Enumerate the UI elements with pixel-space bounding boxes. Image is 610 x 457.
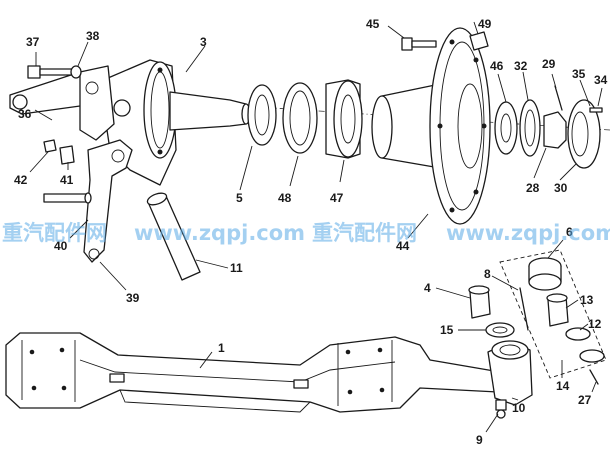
label-part-45: 45 bbox=[366, 17, 380, 31]
wheel-nut bbox=[469, 31, 489, 51]
retaining-ring bbox=[579, 349, 605, 363]
tie-rod-arm bbox=[83, 139, 133, 263]
cotter-pin bbox=[554, 85, 563, 111]
inner-bearing bbox=[325, 79, 363, 159]
hub-cap bbox=[567, 99, 601, 169]
wheel-bolt bbox=[401, 37, 437, 51]
kingpin-bush-upper bbox=[468, 285, 491, 319]
bush-assembly-box bbox=[499, 249, 607, 379]
axle-beam bbox=[5, 332, 501, 413]
kingpin bbox=[146, 192, 201, 281]
label-part-3: 3 bbox=[200, 35, 207, 49]
label-part-39: 39 bbox=[126, 291, 140, 305]
snap-ring bbox=[589, 369, 599, 385]
label-part-29: 29 bbox=[542, 57, 556, 71]
label-part-5: 5 bbox=[236, 191, 243, 205]
label-part-12: 12 bbox=[588, 317, 602, 331]
label-part-13: 13 bbox=[580, 293, 594, 307]
watermark-right-url: www.zqpj.com bbox=[446, 221, 610, 245]
label-part-34: 34 bbox=[594, 73, 608, 87]
wheel-hub bbox=[371, 27, 491, 225]
watermark-left-cn: 重汽配件网 bbox=[2, 221, 107, 245]
label-part-41: 41 bbox=[60, 173, 74, 187]
label-part-9: 9 bbox=[476, 433, 483, 447]
label-part-1: 1 bbox=[218, 341, 225, 355]
steering-knuckle bbox=[103, 59, 251, 186]
steering-arm-washer bbox=[70, 65, 82, 79]
watermark-right-cn: 重汽配件网 bbox=[312, 221, 417, 245]
label-part-48: 48 bbox=[278, 191, 292, 205]
label-part-46: 46 bbox=[490, 59, 504, 73]
label-part-11: 11 bbox=[230, 261, 243, 275]
label-part-35: 35 bbox=[572, 67, 586, 81]
arm-pin bbox=[43, 192, 92, 204]
label-part-38: 38 bbox=[86, 29, 100, 43]
label-part-37: 37 bbox=[26, 35, 40, 49]
leader-lines bbox=[29, 21, 603, 433]
label-part-6: 6 bbox=[566, 225, 573, 239]
seal-ring bbox=[565, 327, 591, 341]
thrust-washer bbox=[485, 322, 515, 338]
label-part-42: 42 bbox=[14, 173, 28, 187]
kingpin-bush-lower bbox=[546, 293, 569, 327]
spacer-ring bbox=[282, 82, 318, 154]
label-part-36: 36 bbox=[18, 107, 32, 121]
cap-screw bbox=[589, 107, 603, 113]
watermark: 重汽配件网 www.zqpj.com 重汽配件网 www.zqpj.com bbox=[2, 221, 610, 245]
part-number-labels: 1 3 4 5 6 8 9 10 11 12 13 14 15 27 28 29… bbox=[14, 17, 608, 447]
label-part-15: 15 bbox=[440, 323, 454, 337]
upper-bearing bbox=[528, 257, 562, 291]
castle-nut bbox=[543, 111, 567, 149]
label-part-4: 4 bbox=[424, 281, 431, 295]
label-part-27: 27 bbox=[578, 393, 592, 407]
oil-seal bbox=[247, 84, 277, 146]
label-part-40: 40 bbox=[54, 239, 68, 253]
label-part-32: 32 bbox=[514, 59, 528, 73]
arm-bolt-hex bbox=[43, 139, 57, 153]
arm-nut bbox=[59, 145, 75, 165]
outer-bearing bbox=[494, 101, 518, 155]
lock-washer bbox=[519, 99, 541, 157]
label-part-14: 14 bbox=[556, 379, 570, 393]
label-part-10: 10 bbox=[512, 401, 526, 415]
label-part-8: 8 bbox=[484, 267, 491, 281]
label-part-44: 44 bbox=[396, 239, 410, 253]
watermark-left-url: www.zqpj.com bbox=[134, 221, 305, 245]
label-part-47: 47 bbox=[330, 191, 344, 205]
label-part-49: 49 bbox=[478, 17, 492, 31]
steering-arm bbox=[9, 65, 115, 141]
grease-nipple bbox=[495, 399, 507, 419]
label-part-28: 28 bbox=[526, 181, 540, 195]
kingpin-boss bbox=[487, 340, 533, 406]
label-part-30: 30 bbox=[554, 181, 568, 195]
lock-pin bbox=[519, 287, 529, 331]
